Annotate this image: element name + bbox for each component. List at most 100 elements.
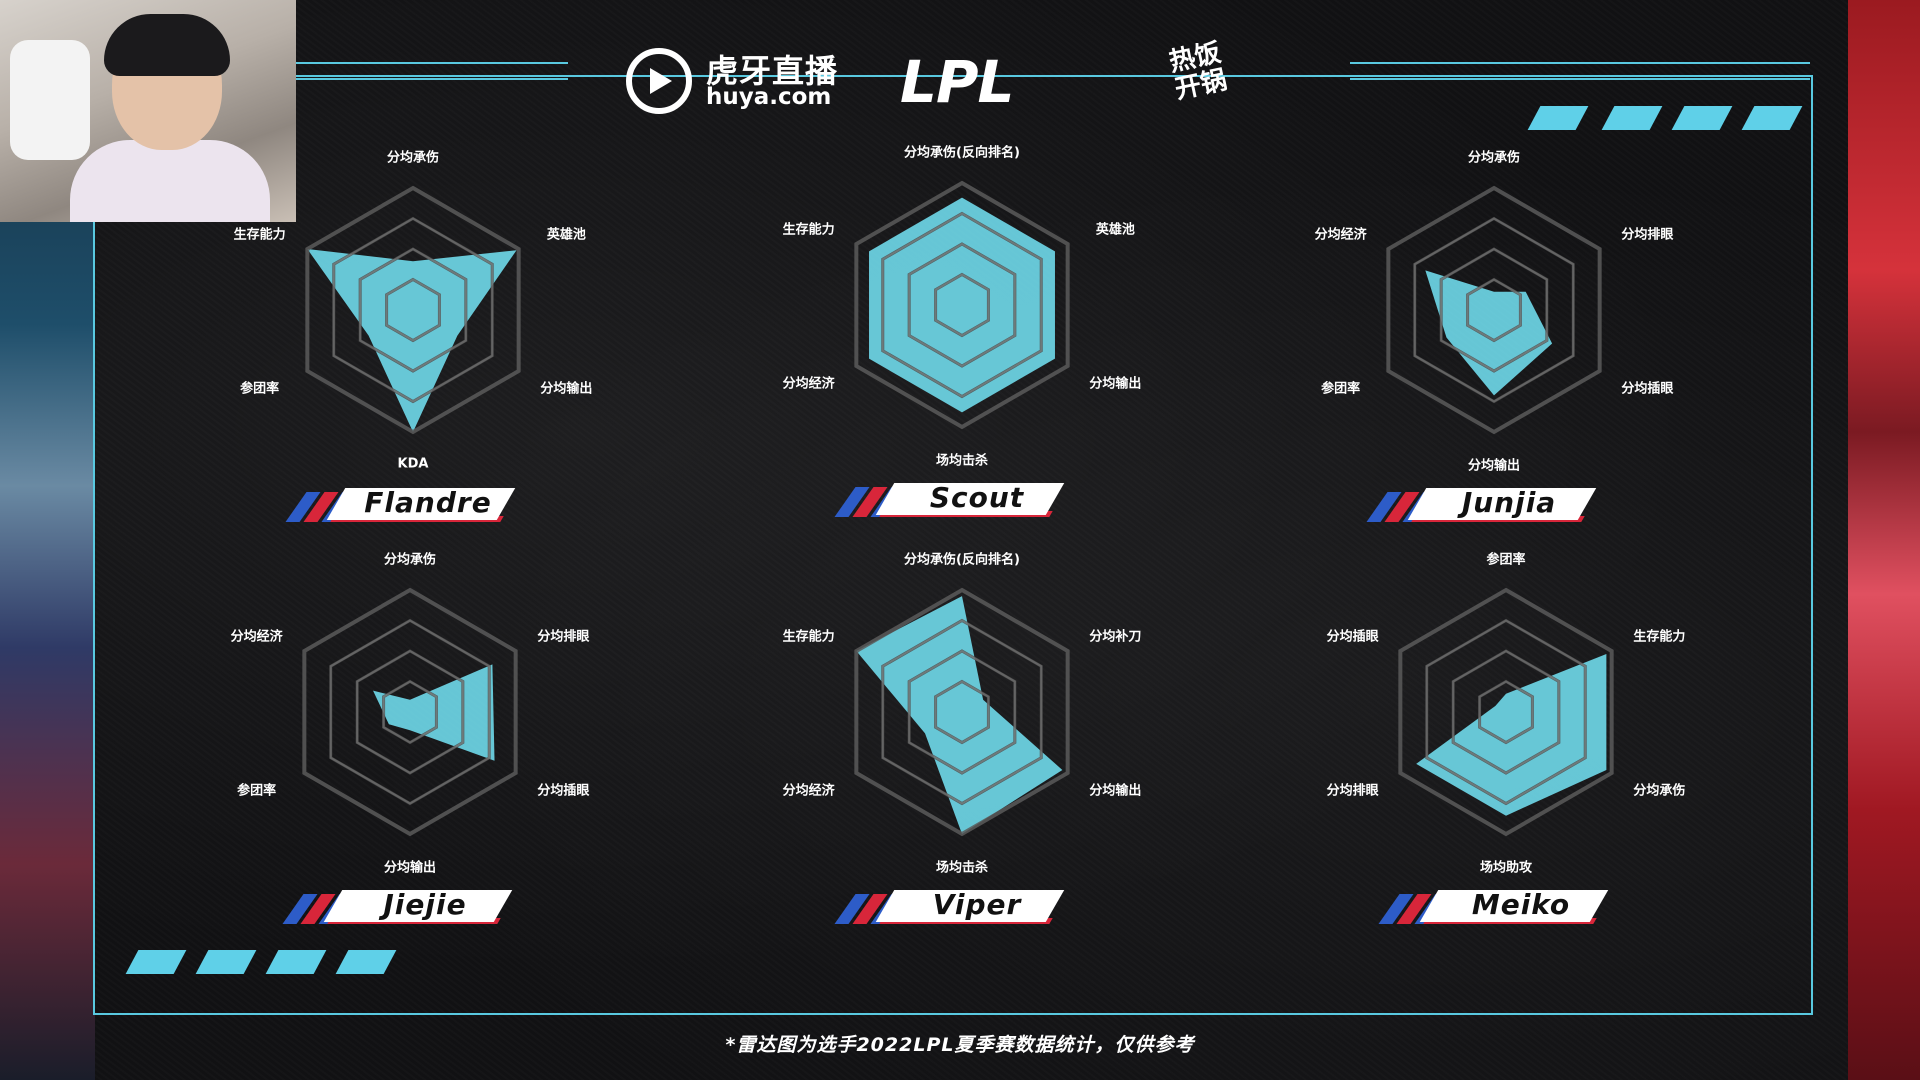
axis-label: 生存能力 — [1633, 629, 1686, 645]
radar-grid-highlight — [356, 649, 464, 775]
axis-label: 分均补刀 — [1089, 629, 1142, 645]
player-name: Jiejie — [383, 888, 467, 921]
radar-grid-ring — [1425, 618, 1587, 806]
radar-grid-ring — [332, 216, 494, 404]
radar-grid-highlight — [1478, 680, 1534, 744]
axis-label: 分均经济 — [1314, 227, 1367, 243]
axis-label: 参团率 — [237, 783, 277, 799]
streamer-webcam — [0, 0, 296, 222]
radar-grid-ring — [385, 277, 441, 343]
player-name-plate: Junjia — [1366, 486, 1619, 522]
radar-area-jiejie — [373, 664, 495, 761]
axis-label: 分均承伤 — [1467, 150, 1521, 166]
radar-grid-ring — [1398, 587, 1614, 837]
radar-grid-ring — [305, 185, 521, 435]
radar-grid-ring — [358, 247, 468, 373]
top-left-deco-line-2 — [296, 78, 568, 80]
radar-grid-highlight — [908, 242, 1016, 368]
axis-label: 参团率 — [1486, 552, 1526, 568]
radar-grid-ring — [854, 180, 1070, 430]
player-name-plate: Viper — [834, 888, 1087, 924]
radar-grid-highlight — [934, 273, 990, 337]
sponsor-logos: 虎牙直播 huya.com LPL 热饭 开锅 — [600, 28, 1320, 128]
axis-label: 场均助攻 — [1479, 860, 1533, 876]
axis-label: 分均排眼 — [1621, 227, 1674, 243]
axis-label: 分均输出 — [1089, 783, 1142, 799]
axis-label: 分均承伤 — [386, 150, 440, 166]
webcam-shirt — [70, 140, 270, 222]
radar-chart-viper — [854, 587, 1070, 837]
axis-label: 场均击杀 — [935, 860, 989, 876]
radar-grid-highlight — [1452, 649, 1560, 775]
radar-area-junjia — [1425, 270, 1553, 396]
radar-grid-ring — [382, 679, 438, 745]
radar-grid-highlight — [1440, 247, 1548, 373]
webcam-chair — [10, 40, 90, 160]
top-right-deco-line-2 — [1350, 78, 1810, 80]
axis-label: 参团率 — [240, 381, 280, 397]
radar-chart-jiejie — [302, 587, 518, 837]
play-icon — [650, 68, 672, 94]
axis-label: 分均排眼 — [1326, 783, 1379, 799]
axis-label: 分均输出 — [383, 860, 437, 876]
axis-label: 场均击杀 — [935, 453, 989, 469]
webcam-hair — [104, 14, 230, 76]
radar-chart-flandre — [305, 185, 521, 435]
player-name: Viper — [932, 888, 1022, 921]
lpl-logo: LPL — [900, 48, 1014, 116]
footer-note: *雷达图为选手2022LPL夏季赛数据统计，仅供参考 — [725, 1034, 1195, 1056]
radar-grid-ring — [1386, 185, 1602, 435]
axis-label: 生存能力 — [782, 629, 835, 645]
player-name: Flandre — [364, 486, 492, 519]
axis-label: 参团率 — [1321, 381, 1361, 397]
radar-grid-highlight — [382, 680, 438, 744]
radar-grid-highlight — [1425, 619, 1587, 805]
radar-grid-ring — [355, 649, 465, 775]
player-name: Junjia — [1461, 486, 1557, 519]
radar-grid-highlight — [1413, 217, 1575, 403]
radar-grid-ring — [302, 587, 518, 837]
radar-grid-highlight — [881, 212, 1043, 398]
radar-grid-highlight — [1466, 278, 1522, 342]
huya-name: 虎牙直播 — [706, 52, 839, 90]
axis-label: 分均承伤(反向排名) — [904, 552, 1020, 568]
axis-label: 分均经济 — [230, 629, 283, 645]
radar-grid-ring — [1466, 277, 1522, 343]
player-name-plate: Scout — [834, 481, 1087, 517]
radar-grid-ring — [1478, 679, 1534, 745]
player-name: Meiko — [1471, 888, 1571, 921]
huya-logo: 虎牙直播 huya.com — [626, 44, 856, 114]
radar-chart-junjia — [1386, 185, 1602, 435]
player-name-plate: Flandre — [285, 486, 538, 522]
axis-label: 分均排眼 — [537, 629, 590, 645]
player-name: Scout — [929, 481, 1025, 514]
top-right-deco-line — [1350, 62, 1810, 64]
axis-label: 英雄池 — [1095, 222, 1135, 238]
radar-chart-scout — [854, 180, 1070, 430]
radar-grid-highlight — [881, 619, 1043, 805]
radar-grid-ring — [934, 272, 990, 338]
radar-grid-highlight — [908, 649, 1016, 775]
axis-label: 分均承伤 — [383, 552, 437, 568]
radar-area-scout — [869, 197, 1055, 413]
axis-label: 分均经济 — [782, 376, 835, 392]
axis-label: 英雄池 — [546, 227, 586, 243]
axis-label: 分均经济 — [782, 783, 835, 799]
radar-grid-ring — [907, 242, 1017, 368]
axis-label: 生存能力 — [233, 227, 286, 243]
radar-chart-meiko — [1398, 587, 1614, 837]
radar-grid-ring — [934, 679, 990, 745]
huya-url: huya.com — [706, 84, 832, 110]
axis-label: 分均输出 — [540, 381, 593, 397]
axis-label: 分均输出 — [1467, 458, 1521, 474]
radar-panel-viper: 分均承伤(反向排名) 分均补刀分均输出场均击杀 分均经济 生存能力 Viper — [682, 512, 1242, 924]
radar-grid-highlight — [385, 278, 441, 342]
top-left-deco-line — [296, 62, 568, 64]
radar-grid-ring — [1413, 216, 1575, 404]
